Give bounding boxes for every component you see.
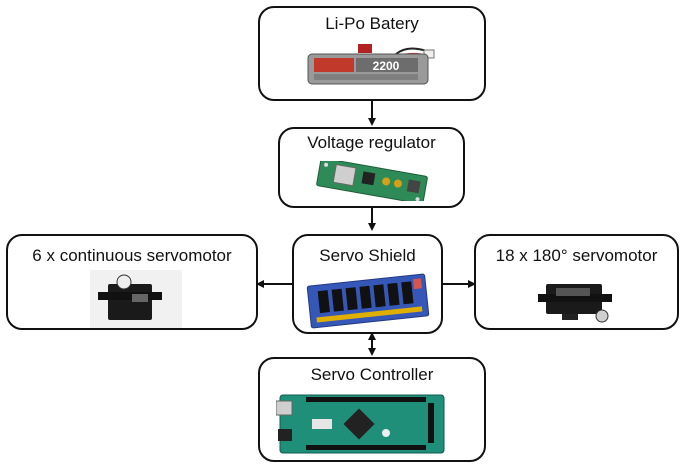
node-continuous-servo: 6 x continuous servomotor [6, 234, 258, 330]
battery-label: Li-Po Batery [325, 14, 419, 33]
servo-controller-image [276, 394, 445, 454]
node-servo-shield: Servo Shield [292, 234, 443, 334]
servo-180-image [538, 284, 612, 323]
regulator-image [316, 161, 428, 201]
battery-capacity-text: 2200 [373, 59, 400, 73]
continuous-servo-image [90, 270, 182, 328]
node-regulator: Voltage regulator [278, 127, 465, 208]
continuous-servo-label: 6 x continuous servomotor [32, 246, 232, 265]
node-180-servo: 18 x 180° servomotor [474, 234, 679, 330]
regulator-label: Voltage regulator [307, 133, 436, 152]
servo-shield-image [306, 273, 430, 329]
node-battery: Li-Po Batery 2200 [258, 6, 486, 101]
battery-image: 2200 [307, 44, 435, 85]
node-servo-controller: Servo Controller [258, 357, 486, 462]
servo-controller-label: Servo Controller [310, 365, 434, 384]
servo-180-label: 18 x 180° servomotor [495, 246, 658, 265]
servo-shield-label: Servo Shield [319, 246, 416, 265]
